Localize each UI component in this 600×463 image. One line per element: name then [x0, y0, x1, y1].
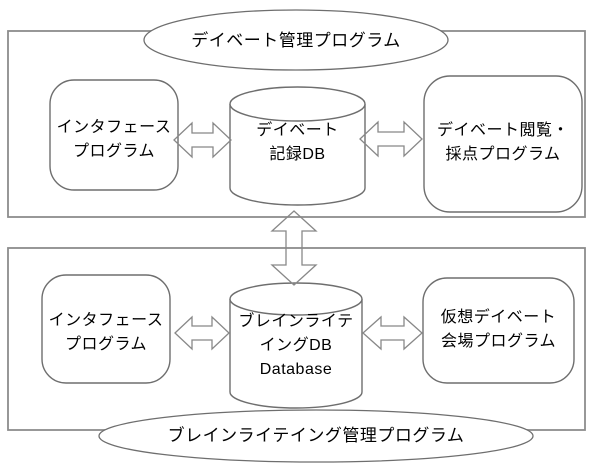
debate-viewer-label: デイベート閲覧・ 採点プログラム [436, 122, 569, 163]
brainwriting-interface-box [41, 274, 171, 384]
debate-manager-ellipse [143, 9, 449, 71]
virtual-venue-label: 仮想デイベート 会場プログラム [440, 309, 557, 350]
virtual-venue-box [422, 277, 575, 384]
brainwriting-manager-ellipse [98, 409, 534, 463]
arrow-debate-interface-db [173, 121, 232, 159]
debate-interface-label: インタフェース プログラム [56, 119, 172, 160]
debate-db-cylinder [229, 86, 366, 206]
brainwriting-interface-label: インタフェース プログラム [48, 312, 164, 353]
arrow-debate-db-viewer [359, 120, 423, 158]
debate-db-label: デイベート 記録DB [256, 122, 339, 163]
arrow-brainwriting-db-venue [362, 315, 423, 351]
debate-viewer-box [423, 75, 583, 213]
debate-interface-box [49, 79, 179, 191]
debate-manager-title: デイベート管理プログラム [191, 31, 401, 50]
arrow-brainwriting-interface-db [174, 315, 230, 351]
arrow-db-to-db-vertical [270, 210, 318, 286]
brainwriting-db-cylinder [229, 282, 363, 409]
brainwriting-db-label: ブレインライテ イングDB Database [238, 313, 354, 378]
brainwriting-manager-title: ブレインライテイング管理プログラム [167, 426, 465, 445]
